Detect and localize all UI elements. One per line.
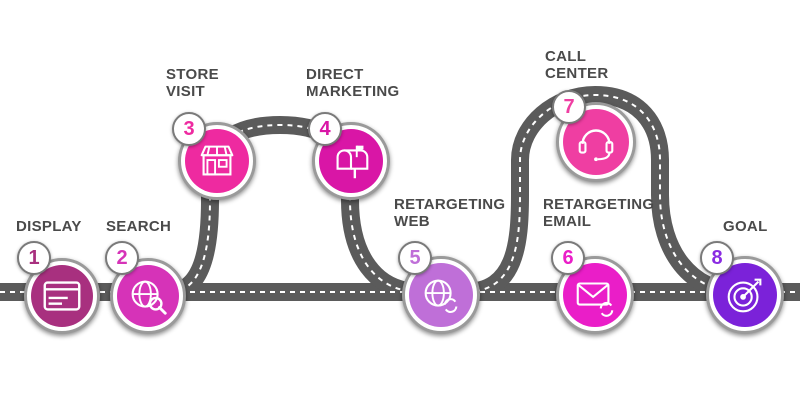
step-4-badge: 4 <box>308 112 342 146</box>
web-search-icon <box>131 280 167 315</box>
step-6-badge: 6 <box>551 241 585 275</box>
step-8-fill <box>713 263 777 327</box>
step-4-node <box>312 122 390 200</box>
step-8-label: GOAL <box>723 218 768 235</box>
step-6-label: RETARGETING EMAIL <box>543 196 655 230</box>
step-1-fill <box>31 265 93 327</box>
mailbox-icon <box>336 145 369 179</box>
target-icon <box>727 278 762 313</box>
step-1-label: DISPLAY <box>16 218 82 235</box>
step-5-node <box>402 256 480 334</box>
step-2-label: SEARCH <box>106 218 172 235</box>
step-4-label: DIRECT MARKETING <box>306 66 400 100</box>
step-5-label: RETARGETING WEB <box>394 196 506 230</box>
step-3-badge: 3 <box>172 112 206 146</box>
step-7-label: CALL CENTER <box>545 48 609 82</box>
step-3-label: STORE VISIT <box>166 66 219 100</box>
storefront-icon <box>200 145 234 176</box>
browser-window-icon <box>43 281 81 311</box>
step-5-badge: 5 <box>398 241 432 275</box>
headset-icon <box>578 129 614 162</box>
step-8-badge: 8 <box>700 241 734 275</box>
web-refresh-icon <box>424 279 458 313</box>
step-1-badge: 1 <box>17 241 51 275</box>
step-7-badge: 7 <box>552 90 586 124</box>
step-2-node <box>110 258 186 334</box>
step-2-fill <box>117 265 179 327</box>
email-refresh-icon <box>576 282 614 317</box>
step-2-badge: 2 <box>105 241 139 275</box>
